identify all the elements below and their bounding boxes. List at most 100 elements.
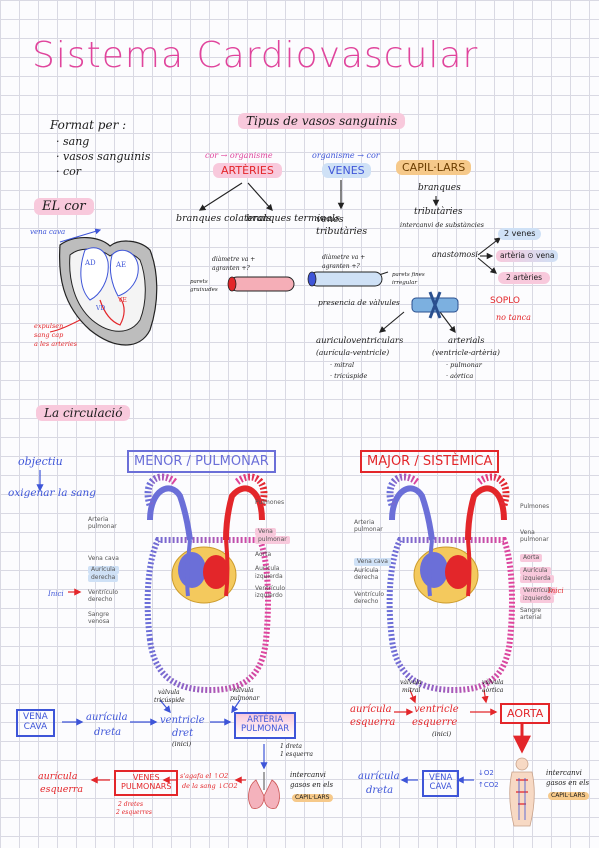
tipus-arrows: [198, 180, 502, 334]
oxigenar-label: oxigenar la sang: [8, 487, 97, 499]
venes-label: VENES: [322, 163, 371, 178]
menor-ventriculo-der-2: derecho: [88, 596, 113, 603]
artery-tube: [227, 276, 295, 292]
capil-2venes: 2 venes: [498, 228, 542, 240]
major-intercanvi-2: gasos en els: [546, 779, 590, 787]
menor-venes-box-line2: PULMONARS: [121, 781, 172, 791]
major-capil: CAPIL·LARS: [548, 792, 589, 800]
capil-2arteries: 2 artèries: [498, 272, 551, 284]
menor-arteria-box-line1: ARTÈRIA: [247, 715, 284, 725]
major-vena-cava-box-line1: VENA: [429, 773, 453, 783]
major-pulmones: Pulmones: [520, 503, 550, 510]
menor-exchange-1: s'agafa el ↑O2: [180, 772, 229, 780]
menor-auricula-esq-1: aurícula: [38, 771, 78, 782]
menor-intercanvi-1: intercanvi: [290, 771, 326, 779]
menor-venes-count-2: 2 esquerres: [116, 809, 152, 816]
arteries-diametre-2: agranten +?: [212, 265, 250, 272]
major-arteria-pulmonar-2: pulmonar: [354, 526, 383, 533]
arteries-direction: cor → organisme: [205, 151, 273, 160]
capil-tributaries: tributàries: [414, 207, 463, 217]
body-icon: [509, 757, 535, 827]
arteries-branch-2a: branques terminals: [246, 213, 340, 224]
major-vena-cava-box-line2: CAVA: [429, 782, 452, 793]
circulation-diagram-menor: [144, 473, 271, 694]
major-valvula-mitral-1: vàlvula: [400, 679, 422, 686]
major-inici-note: (inici): [432, 730, 452, 738]
menor-branques-1: 1 dreta: [280, 743, 302, 750]
valvules-auriculo-sub: (aurícula-ventricle): [316, 348, 390, 357]
major-ventriculo-izq-2: izquierdo: [520, 595, 554, 603]
heart-note-2: sang cap: [34, 331, 64, 339]
menor-vena-cava-box-line2: CAVA: [23, 721, 48, 732]
heart-label-ve: VE: [118, 297, 127, 304]
major-ventricle-esq-2: esquerre: [412, 717, 458, 728]
menor-return-arrows: [68, 588, 246, 784]
major-auricula-izq-1: Aurícula: [520, 567, 551, 575]
menor-ventriculo-izq-1: Ventrículo: [255, 585, 286, 592]
major-intercanvi-1: intercanvi: [546, 769, 582, 777]
major-sangre-2: arterial: [520, 614, 542, 621]
menor-ventricle-2: dret: [172, 728, 194, 739]
menor-ventriculo-der-1: Ventrículo: [88, 589, 119, 596]
circulacio-heading: La circulació: [36, 405, 131, 421]
menor-sangre-2: venosa: [88, 618, 110, 625]
venes-branch: venes tributàries: [316, 214, 368, 238]
menor-vena-cava-box-line1: VENA: [23, 712, 48, 722]
major-auricula-esq-1: aurícula: [350, 704, 392, 715]
major-aorta: Aorta: [520, 554, 543, 562]
menor-sangre-1: Sangre: [88, 611, 110, 618]
major-ventriculo-izq-1: Ventrículo: [520, 587, 557, 595]
objectiu-label: objectiu: [18, 455, 63, 468]
major-auricula-der-2: derecha: [354, 574, 379, 581]
menor-arteria-box: ARTÈRIA PULMONAR: [234, 712, 297, 739]
capil-label: CAPIL·LARS: [396, 160, 472, 175]
major-title-box: MAJOR / SISTÈMICA: [360, 450, 500, 473]
menor-arteria-pulmonar-2: pulmonar: [88, 523, 117, 530]
major-auricula-dreta-2: dreta: [366, 785, 394, 796]
major-vena-pulmonar-2: pulmonar: [520, 536, 549, 543]
major-vena-cava-box: VENA CAVA: [422, 770, 460, 797]
menor-flow-arrows: [36, 470, 268, 770]
circulation-diagram-major: [386, 473, 515, 694]
capil-anastomosi: anastomosi: [432, 250, 478, 259]
venes-valvules: presencia de vàlvules: [318, 298, 400, 307]
menor-capil: CAPIL·LARS: [292, 794, 333, 802]
menor-arteria-pulmonar-1: Arteria: [88, 516, 109, 523]
arteries-parets-2: gruixudes: [190, 287, 218, 293]
menor-vena-cava: Vena cava: [88, 555, 119, 562]
valve-drawing: [411, 291, 459, 319]
format-per-item-vasos: · vasos sanguinis: [56, 150, 151, 163]
major-valvula-aortica-2: aòrtica: [482, 687, 504, 694]
menor-vena-pulmonar-2: pulmonar: [255, 536, 290, 544]
major-auricula-dreta-1: aurícula: [358, 771, 400, 782]
menor-valvula-pulm-2: pulmonar: [230, 695, 260, 702]
menor-aorta: Aorta: [255, 551, 272, 558]
major-gas-2: ↑CO2: [478, 781, 499, 789]
capil-branques: branques: [418, 183, 461, 193]
page-title: Sistema Cardiovascular: [32, 35, 479, 76]
heart-label-ae: AE: [116, 261, 127, 269]
capil-intercanvi: intercanvi de substàncies: [400, 221, 485, 229]
menor-valvula-pulm-1: vàlvula: [232, 687, 254, 694]
heart-note-1: expulsen: [34, 322, 64, 330]
arteries-label: ARTÈRIES: [213, 163, 282, 178]
menor-auricula-2: dreta: [94, 727, 122, 738]
venes-diametre-1: diàmetre va +: [322, 254, 366, 261]
menor-intercanvi-2: gasos en els: [290, 781, 334, 789]
valvules-auriculo: auriculoventriculars: [316, 336, 404, 346]
major-arteria-pulmonar-1: Arteria: [354, 519, 375, 526]
menor-vena-cava-box: VENA CAVA: [16, 709, 55, 737]
menor-valvula-tric-1: vàlvula: [158, 689, 180, 696]
menor-venes-box: VENES PULMONARS: [114, 770, 179, 796]
tipus-heading: Tipus de vasos sanguinis: [238, 113, 406, 129]
vein-tube: [307, 271, 383, 287]
valvules-arterials-sub: (ventricle-artèria): [432, 348, 500, 357]
soplo-no-tanca: no tanca: [496, 313, 531, 322]
valvules-tricuspide: · tricúspide: [330, 372, 368, 380]
menor-valvula-tric-2: tricúspide: [154, 697, 185, 704]
venes-parets-1: parets fines: [392, 272, 425, 278]
major-sangre-1: Sangre: [520, 607, 542, 614]
menor-inici: Inici: [48, 590, 64, 598]
menor-ventricle: ventricle: [160, 715, 205, 726]
venes-diametre-2: agranten +?: [322, 263, 360, 270]
